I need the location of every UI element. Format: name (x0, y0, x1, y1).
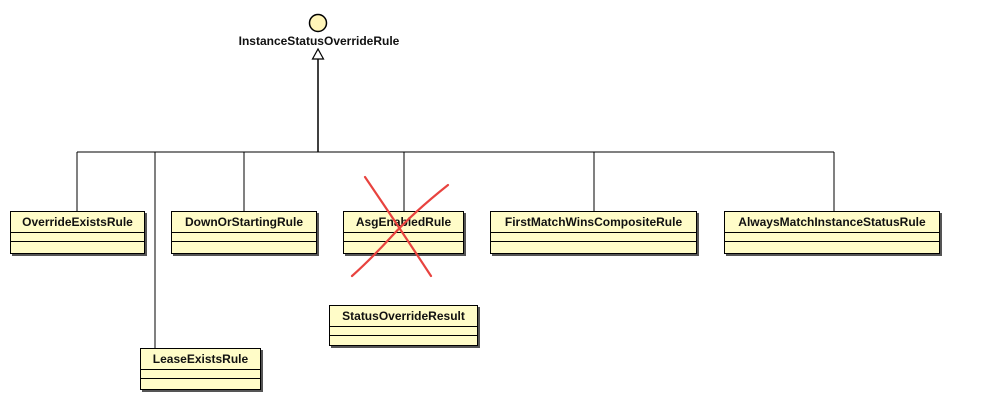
operations-compartment (344, 242, 463, 250)
operations-compartment (330, 336, 477, 344)
class-box-first-match-wins-composite-rule[interactable]: FirstMatchWinsCompositeRule (490, 211, 697, 254)
class-name: FirstMatchWinsCompositeRule (491, 212, 696, 233)
operations-compartment (11, 242, 144, 250)
attributes-compartment (725, 233, 939, 242)
operations-compartment (725, 242, 939, 250)
class-box-asg-enabled-rule[interactable]: AsgEnabledRule (343, 211, 464, 254)
class-name: LeaseExistsRule (141, 349, 260, 370)
class-name: AlwaysMatchInstanceStatusRule (725, 212, 939, 233)
attributes-compartment (491, 233, 696, 242)
operations-compartment (491, 242, 696, 250)
class-name: AsgEnabledRule (344, 212, 463, 233)
class-box-override-exists-rule[interactable]: OverrideExistsRule (10, 211, 145, 254)
attributes-compartment (11, 233, 144, 242)
interface-name-label: InstanceStatusOverrideRule (238, 34, 400, 48)
class-name: DownOrStartingRule (172, 212, 316, 233)
class-box-always-match-instance-status-rule[interactable]: AlwaysMatchInstanceStatusRule (724, 211, 940, 254)
class-name: StatusOverrideResult (330, 306, 477, 327)
operations-compartment (172, 242, 316, 250)
realization-arrowhead (311, 47, 325, 60)
attributes-compartment (172, 233, 316, 242)
class-box-status-override-result[interactable]: StatusOverrideResult (329, 305, 478, 346)
attributes-compartment (330, 327, 477, 336)
class-box-lease-exists-rule[interactable]: LeaseExistsRule (140, 348, 261, 390)
operations-compartment (141, 379, 260, 387)
class-name: OverrideExistsRule (11, 212, 144, 233)
attributes-compartment (344, 233, 463, 242)
interface-circle-icon (308, 13, 328, 33)
class-box-down-or-starting-rule[interactable]: DownOrStartingRule (171, 211, 317, 254)
attributes-compartment (141, 370, 260, 379)
